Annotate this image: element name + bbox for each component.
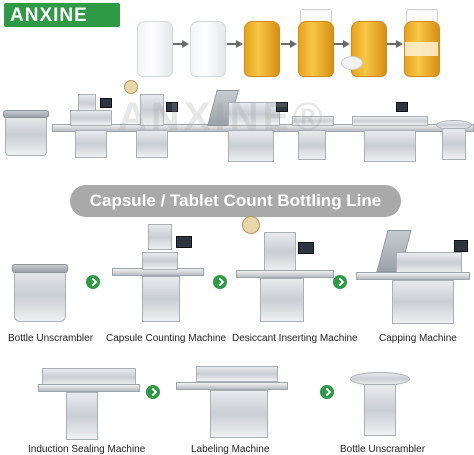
machine-labeling xyxy=(176,362,288,440)
machine-desiccant-inserting xyxy=(236,216,334,326)
machine-label: Desiccant Inserting Machine xyxy=(232,333,358,344)
logo-text: ANXINE xyxy=(10,5,88,26)
machine-label: Bottle Unscrambler xyxy=(8,333,94,344)
machine-capsule-counting xyxy=(112,222,204,326)
machine-label: Labeling Machine xyxy=(191,444,270,455)
arrow-right-icon xyxy=(173,40,189,48)
bottle-progression xyxy=(0,0,474,80)
arrow-right-icon xyxy=(227,40,243,48)
production-line-illustration xyxy=(0,80,474,180)
chevron-right-icon xyxy=(320,385,334,399)
chevron-right-icon xyxy=(146,385,160,399)
machine-capping xyxy=(356,226,470,326)
brand-logo: ANXINE xyxy=(4,3,120,27)
chevron-right-icon xyxy=(333,275,347,289)
arrow-right-icon xyxy=(281,40,297,48)
chevron-right-icon xyxy=(213,275,227,289)
arrow-right-icon xyxy=(387,40,403,48)
seal-foil-icon xyxy=(341,56,363,70)
banner-title: Capsule / Tablet Count Bottling Line xyxy=(89,191,382,210)
chevron-right-icon xyxy=(86,275,100,289)
machine-label: Capsule Counting Machine xyxy=(106,333,227,344)
machine-bottle-unscrambler-turntable xyxy=(350,370,410,440)
machine-label: Induction Sealing Machine xyxy=(28,444,146,455)
machine-bottle-unscrambler xyxy=(10,262,70,326)
machine-label: Capping Machine xyxy=(379,333,457,344)
machine-induction-sealing xyxy=(38,360,140,440)
line-title-banner: Capsule / Tablet Count Bottling Line xyxy=(70,185,401,217)
machine-label: Bottle Unscrambler xyxy=(340,444,426,455)
brand-watermark: ANXINE® xyxy=(118,95,327,139)
arrow-right-icon xyxy=(334,40,350,48)
